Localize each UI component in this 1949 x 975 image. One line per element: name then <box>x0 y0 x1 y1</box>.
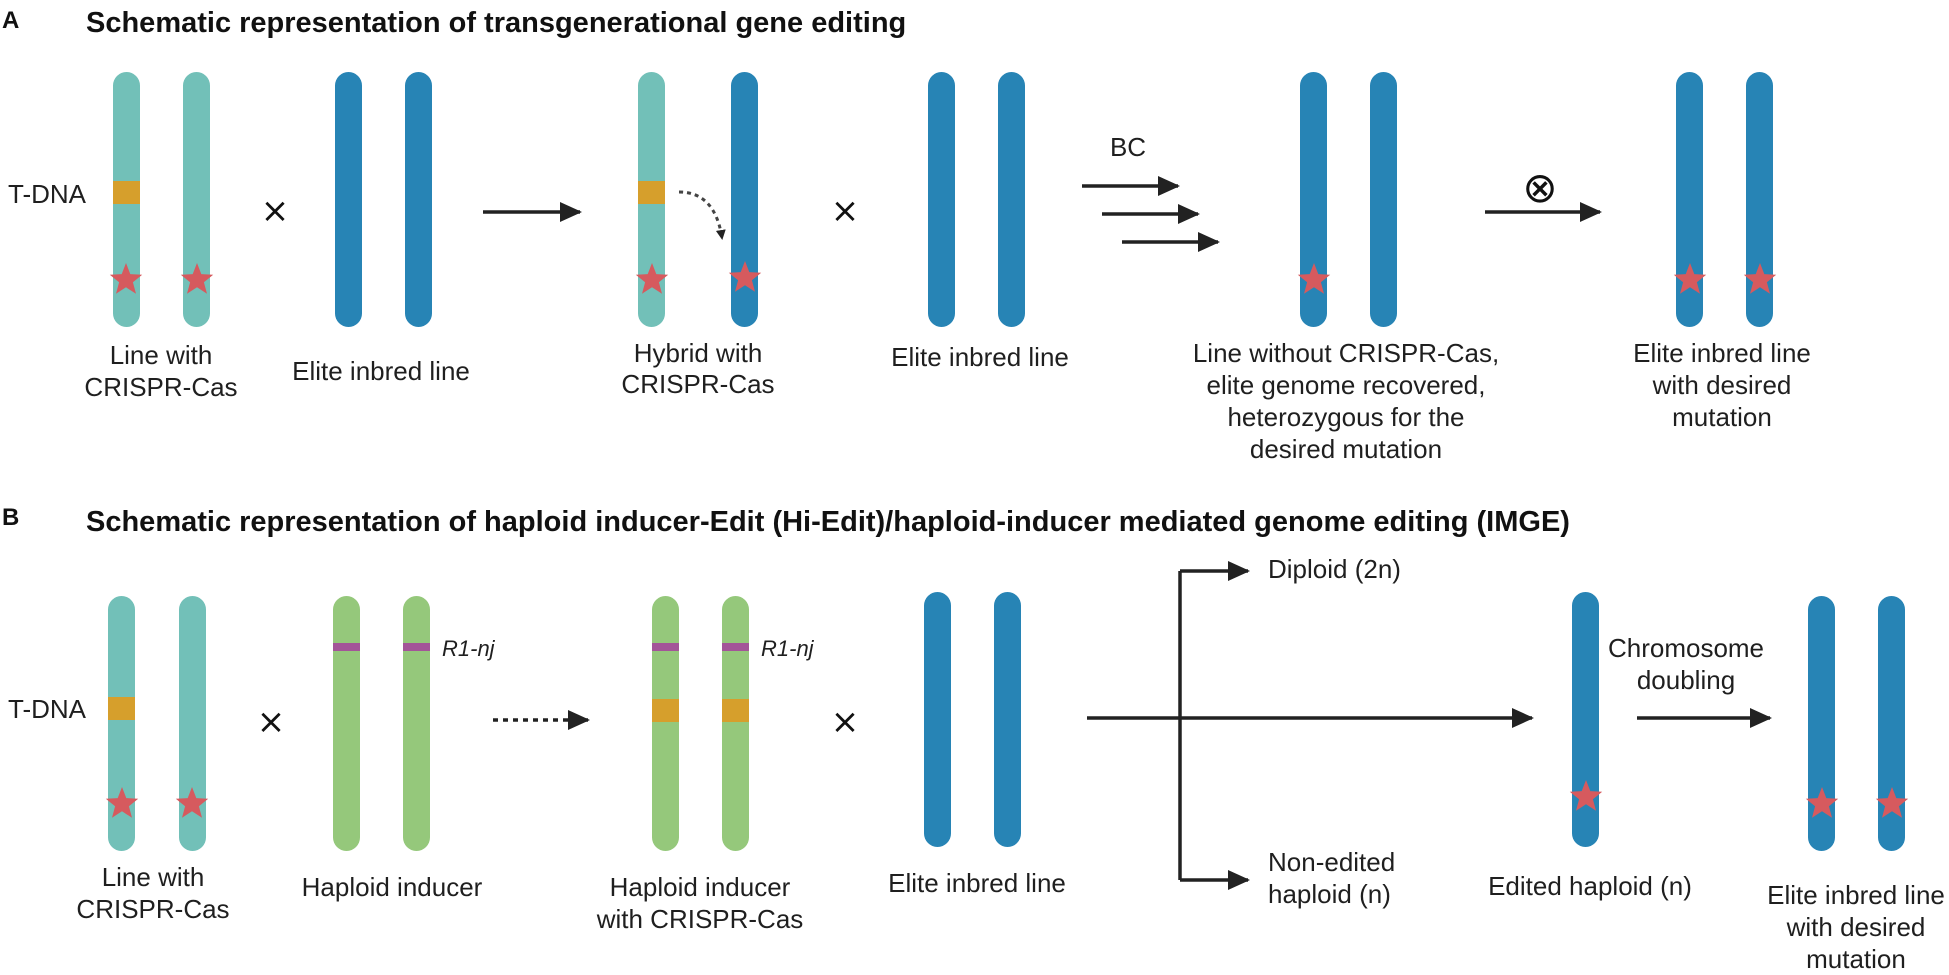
a-elite-inbred-1: Elite inbred line <box>292 72 470 386</box>
group-label-line: Elite inbred line <box>1767 880 1945 910</box>
chromosome <box>1572 592 1599 847</box>
chromosome <box>731 72 758 327</box>
chromosome <box>1676 72 1703 327</box>
b-elite-with-mutation: Elite inbred line with desired mutation <box>1767 596 1945 974</box>
group-label-line: CRISPR-Cas <box>84 372 237 402</box>
backcross-arrows: BC <box>1082 132 1220 252</box>
b-haploid-inducer-with-crispr: R1-nj Haploid inducer with CRISPR-Cas <box>596 596 815 934</box>
cross-symbol: × <box>257 702 286 742</box>
cross-symbol: × <box>831 191 860 231</box>
a-hybrid-with-crispr: Hybrid with CRISPR-Cas <box>621 72 775 399</box>
group-label-line: elite genome recovered, <box>1207 370 1486 400</box>
group-label-line: Line with <box>102 862 205 892</box>
chromosome-doubling-arrow: Chromosome doubling <box>1608 633 1772 728</box>
a-elite-inbred-2: Elite inbred line <box>891 72 1069 372</box>
group-label-line: CRISPR-Cas <box>76 894 229 924</box>
group-label-line: with CRISPR-Cas <box>596 904 804 934</box>
t-dna-insert <box>652 699 679 722</box>
panel-b-letter: B <box>2 504 19 531</box>
non-edited-label-line: Non-edited <box>1268 847 1395 877</box>
group-label-line: with desired <box>1786 912 1926 942</box>
r1-nj-label: R1-nj <box>442 636 496 661</box>
chromosome <box>179 596 206 851</box>
group-label-line: CRISPR-Cas <box>621 369 774 399</box>
r1-nj-marker <box>652 643 679 651</box>
chromosome <box>1370 72 1397 327</box>
cross-symbol: × <box>831 702 860 742</box>
chromosome <box>405 72 432 327</box>
diploid-label: Diploid (2n) <box>1268 554 1401 584</box>
panel-a: A Schematic representation of transgener… <box>2 7 1811 464</box>
chromosome <box>994 592 1021 847</box>
group-label-line: Elite inbred line <box>1633 338 1811 368</box>
group-label-line: Elite inbred line <box>888 868 1066 898</box>
t-dna-insert <box>722 699 749 722</box>
chromosome <box>924 592 951 847</box>
chromosome <box>108 596 135 851</box>
chromosome <box>403 596 430 851</box>
cross-symbol: × <box>261 191 290 231</box>
editing-dotted-arrow-icon <box>678 190 726 240</box>
group-label-line: Elite inbred line <box>292 356 470 386</box>
group-label-line: mutation <box>1672 402 1772 432</box>
b-line-with-crispr: T-DNA Line with CRISPR-Cas <box>8 596 230 924</box>
a-elite-with-mutation: Elite inbred line with desired mutation <box>1633 72 1811 432</box>
t-dna-insert <box>108 697 135 720</box>
r1-nj-marker <box>722 643 749 651</box>
b-edited-haploid: Edited haploid (n) <box>1488 592 1692 901</box>
group-label-line: Elite inbred line <box>891 342 1069 372</box>
a-line-without-crispr: Line without CRISPR-Cas, elite genome re… <box>1193 72 1499 464</box>
panel-a-letter: A <box>2 7 19 34</box>
b-elite-inbred: Elite inbred line <box>888 592 1066 898</box>
t-dna-label: T-DNA <box>8 694 87 724</box>
r1-nj-label: R1-nj <box>761 636 815 661</box>
group-label-line: with desired <box>1652 370 1792 400</box>
chromosome <box>928 72 955 327</box>
group-label-line: Line with <box>110 340 213 370</box>
panel-b: B Schematic representation of haploid in… <box>2 504 1945 974</box>
non-edited-label-line: haploid (n) <box>1268 879 1391 909</box>
panel-a-title: Schematic representation of transgenerat… <box>86 7 906 39</box>
selfing-icon: ⊗ <box>1522 163 1557 212</box>
group-label-line: Haploid inducer <box>302 872 483 902</box>
panel-b-title: Schematic representation of haploid indu… <box>86 506 1570 538</box>
r1-nj-marker <box>333 643 360 651</box>
group-label-line: mutation <box>1806 944 1906 974</box>
branching-arrows: Diploid (2n) Non-edited haploid (n) <box>1087 554 1534 909</box>
chromosome <box>652 596 679 851</box>
doubling-label-line: Chromosome <box>1608 633 1764 663</box>
t-dna-insert <box>113 181 140 204</box>
chromosome <box>722 596 749 851</box>
group-label-line: Line without CRISPR-Cas, <box>1193 338 1499 368</box>
selfing-arrow: ⊗ <box>1485 163 1602 222</box>
t-dna-label: T-DNA <box>8 179 87 209</box>
chromosome <box>1878 596 1905 851</box>
chromosome <box>1746 72 1773 327</box>
group-label-line: Edited haploid (n) <box>1488 871 1692 901</box>
a-line-with-crispr: T-DNA Line with CRISPR-Cas <box>8 72 238 402</box>
bc-label: BC <box>1110 132 1146 162</box>
doubling-label-line: doubling <box>1637 665 1735 695</box>
t-dna-insert <box>638 181 665 204</box>
chromosome <box>335 72 362 327</box>
r1-nj-marker <box>403 643 430 651</box>
b-haploid-inducer: R1-nj Haploid inducer <box>302 596 496 902</box>
chromosome <box>333 596 360 851</box>
group-label-line: heterozygous for the <box>1227 402 1464 432</box>
chromosome <box>1808 596 1835 851</box>
group-label-line: Hybrid with <box>634 338 763 368</box>
group-label-line: desired mutation <box>1250 434 1442 464</box>
chromosome <box>183 72 210 327</box>
chromosome <box>998 72 1025 327</box>
group-label-line: Haploid inducer <box>610 872 791 902</box>
chromosome <box>1300 72 1327 327</box>
